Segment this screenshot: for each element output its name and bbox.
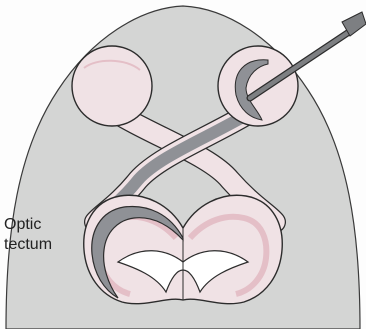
right-eye — [218, 46, 298, 126]
left-eye — [72, 46, 152, 126]
optic-tectum-label-line1: Optic — [4, 216, 41, 234]
optic-tectum-label-line2: tectum — [4, 236, 52, 254]
